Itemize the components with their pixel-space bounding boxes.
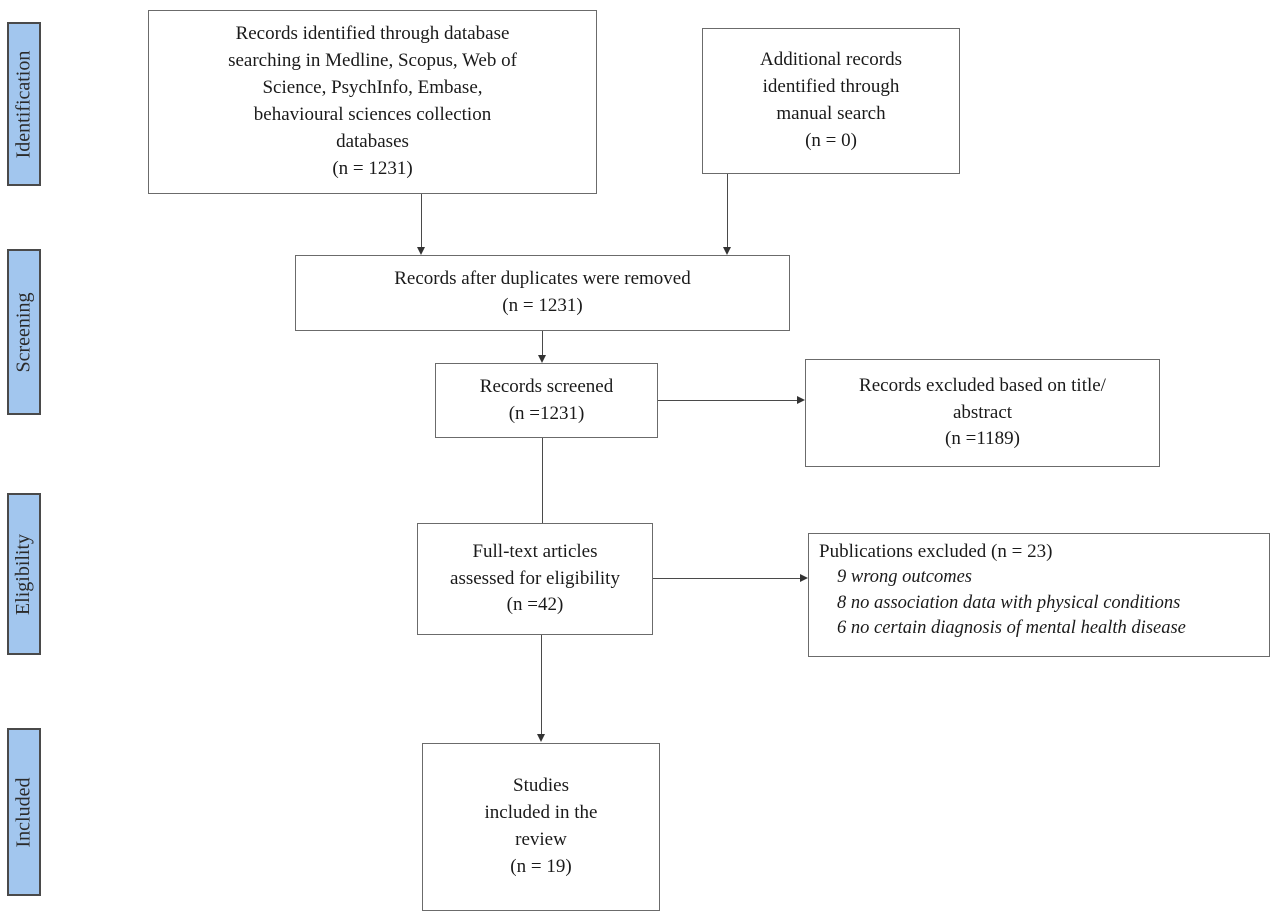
connector-screened-to-excluded-line xyxy=(658,400,797,401)
phase-label-identification: Identification xyxy=(7,22,41,186)
box-full-text-assessed: Full-text articles assessed for eligibil… xyxy=(417,523,653,635)
phase-label-eligibility: Eligibility xyxy=(7,493,41,655)
connector-screened-to-excluded-arrowhead-icon xyxy=(797,396,805,404)
connector-fulltext-to-publications-line xyxy=(653,578,800,579)
connector-screened-to-fulltext-line xyxy=(542,438,543,523)
phase-label-screening: Screening xyxy=(7,249,41,415)
box-records-screened-text: Records screened (n =1231) xyxy=(479,375,614,424)
box-records-identified: Records identified through database sear… xyxy=(148,10,597,194)
phase-label-identification-text: Identification xyxy=(12,50,35,158)
connector-fulltext-to-publications-arrowhead-icon xyxy=(800,574,808,582)
connector-fulltext-to-included-arrowhead-icon xyxy=(537,734,545,742)
box-duplicates-removed-text: Records after duplicates were removed (n… xyxy=(394,268,691,316)
box-publications-excluded-details: 9 wrong outcomes 8 no association data w… xyxy=(837,567,1186,639)
phase-label-screening-text: Screening xyxy=(12,292,35,372)
box-records-excluded: Records excluded based on title/ abstrac… xyxy=(805,359,1160,467)
connector-duplicates-to-screened-line xyxy=(542,331,543,356)
box-publications-excluded-title: Publications excluded (n = 23) xyxy=(819,541,1053,562)
box-records-excluded-text: Records excluded based on title/ abstrac… xyxy=(859,374,1106,450)
box-records-identified-text: Records identified through database sear… xyxy=(228,23,517,179)
box-duplicates-removed: Records after duplicates were removed (n… xyxy=(295,255,790,331)
connector-additional-to-duplicates-line xyxy=(727,174,728,248)
box-publications-excluded: Publications excluded (n = 23) 9 wrong o… xyxy=(808,533,1270,657)
box-additional-records: Additional records identified through ma… xyxy=(702,28,960,174)
box-records-screened: Records screened (n =1231) xyxy=(435,363,658,438)
box-full-text-assessed-text: Full-text articles assessed for eligibil… xyxy=(450,540,620,616)
phase-label-included: Included xyxy=(7,728,41,896)
box-studies-included: Studies included in the review (n = 19) xyxy=(422,743,660,911)
phase-label-included-text: Included xyxy=(12,777,35,847)
connector-additional-to-duplicates-arrowhead-icon xyxy=(723,247,731,255)
box-studies-included-text: Studies included in the review (n = 19) xyxy=(484,775,598,877)
box-publications-excluded-content: Publications excluded (n = 23) 9 wrong o… xyxy=(809,534,1194,646)
phase-label-eligibility-text: Eligibility xyxy=(12,533,35,615)
connector-identified-to-duplicates-line xyxy=(421,194,422,248)
connector-duplicates-to-screened-arrowhead-icon xyxy=(538,355,546,363)
box-additional-records-text: Additional records identified through ma… xyxy=(760,49,902,151)
connector-identified-to-duplicates-arrowhead-icon xyxy=(417,247,425,255)
connector-fulltext-to-included-line xyxy=(541,635,542,735)
